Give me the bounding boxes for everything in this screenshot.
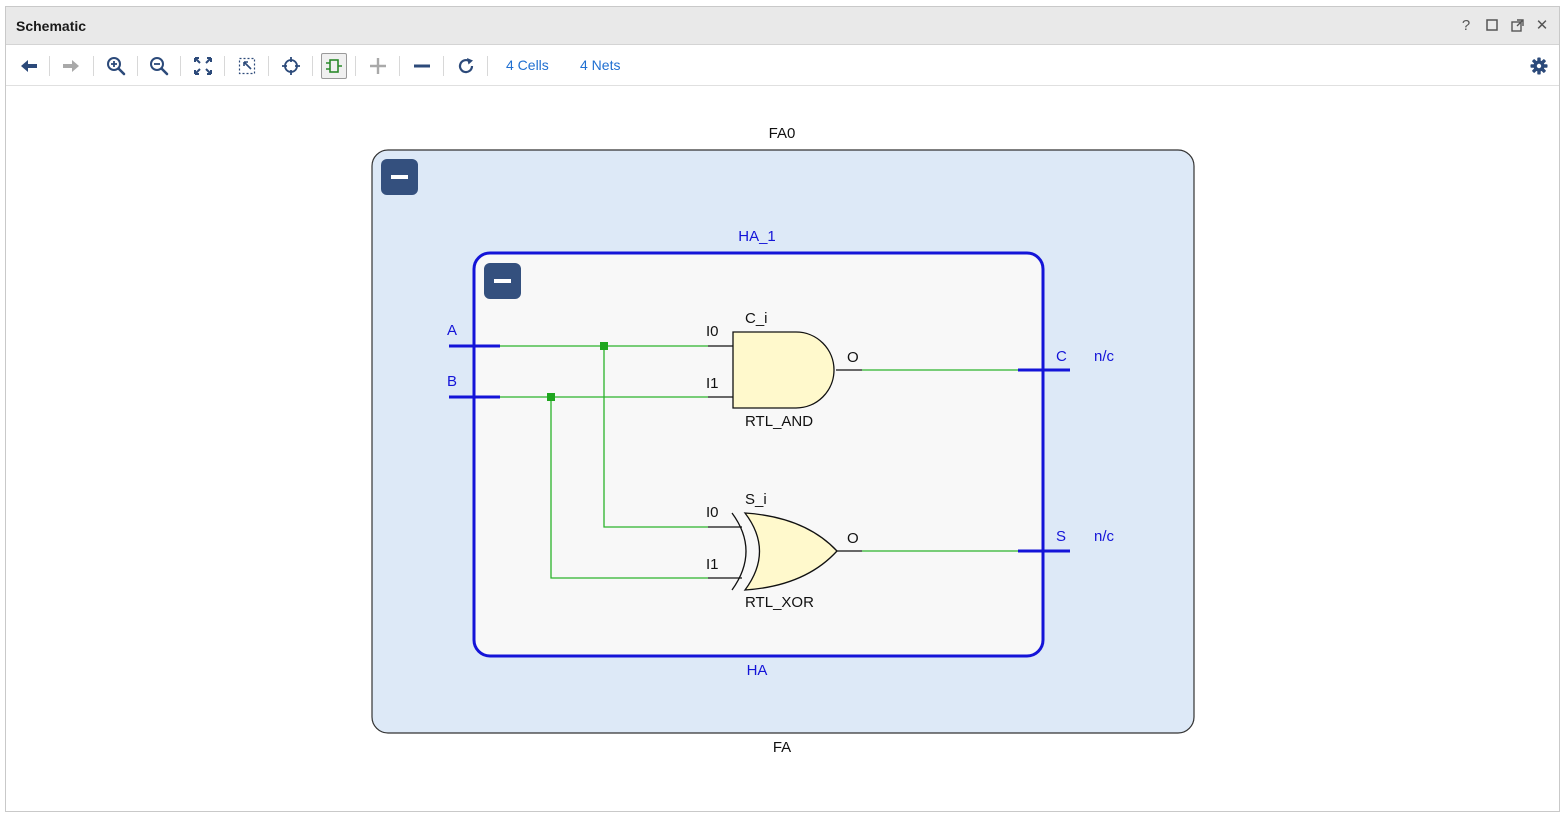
xor-pin-i0: I0 [706,504,719,521]
port-s-label: S [1056,528,1066,545]
help-icon[interactable]: ? [1461,16,1471,34]
xor-instance-label: S_i [745,491,767,508]
toolbar-separator [224,56,225,76]
toolbar-separator [355,56,356,76]
xor-type-label: RTL_XOR [745,594,814,611]
toolbar-separator [443,56,444,76]
and-instance-label: C_i [745,310,768,327]
and-pin-o: O [847,349,859,366]
toolbar-separator [399,56,400,76]
cell-mode-icon[interactable] [321,53,347,79]
expand-plus-icon[interactable] [365,53,391,79]
zoom-out-icon[interactable] [146,53,172,79]
nets-count-link[interactable]: 4 Nets [580,57,621,73]
collapse-minus-icon[interactable] [409,53,435,79]
net-junction [600,342,608,350]
inner-module-block[interactable] [472,251,1045,658]
and-type-label: RTL_AND [745,413,813,430]
toolbar: 4 Cells 4 Nets [6,45,1559,86]
and-pin-i1: I1 [706,375,719,392]
zoom-fit-icon[interactable] [190,53,216,79]
title-bar: Schematic ? ✕ [6,7,1559,45]
gear-icon[interactable] [1526,53,1552,79]
and-gate[interactable] [708,331,862,409]
xor-gate[interactable] [708,512,862,591]
maximize-icon[interactable] [1484,17,1500,33]
cells-count-link[interactable]: 4 Cells [506,57,549,73]
port-c-label: C [1056,348,1067,365]
toolbar-separator [180,56,181,76]
toolbar-separator [49,56,50,76]
inner-collapse-button[interactable] [484,263,521,299]
outer-instance-label: FA0 [769,125,796,142]
inner-instance-label: HA_1 [738,228,776,245]
net-wires[interactable] [500,345,1018,579]
panel-title: Schematic [16,18,87,34]
port-b-label: B [447,373,457,390]
inner-module-label: HA [747,662,768,679]
toolbar-separator [137,56,138,76]
back-arrow-icon[interactable] [16,53,42,79]
float-window-icon[interactable] [1509,17,1525,33]
close-icon[interactable]: ✕ [1535,17,1549,34]
port-c-status: n/c [1094,348,1115,365]
xor-pin-o: O [847,530,859,547]
zoom-to-selection-icon[interactable] [234,53,260,79]
forward-arrow-icon[interactable] [58,53,84,79]
toolbar-separator [93,56,94,76]
outer-collapse-button[interactable] [381,159,418,195]
and-pin-i0: I0 [706,323,719,340]
net-junction [547,393,555,401]
toolbar-separator [268,56,269,76]
outer-module-label: FA [773,739,791,756]
port-a-label: A [447,322,457,339]
xor-pin-i1: I1 [706,556,719,573]
zoom-in-icon[interactable] [103,53,129,79]
toolbar-separator [312,56,313,76]
port-s-status: n/c [1094,528,1115,545]
toolbar-separator [487,56,488,76]
refresh-icon[interactable] [453,53,479,79]
crosshair-icon[interactable] [278,53,304,79]
